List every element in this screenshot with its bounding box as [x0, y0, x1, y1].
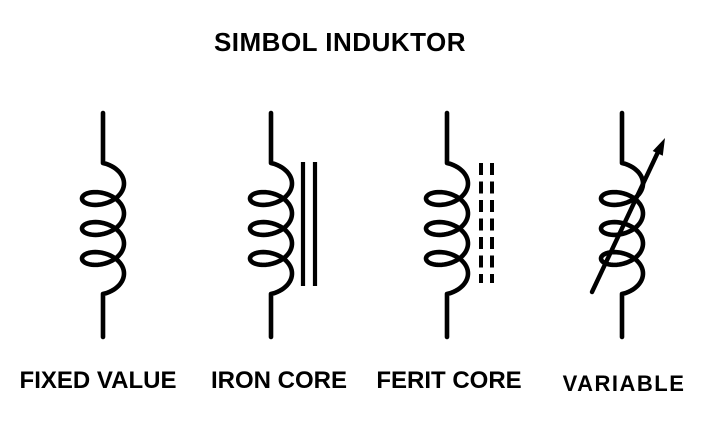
symbol-label-fixed-value: FIXED VALUE	[19, 367, 177, 394]
symbol-label-ferit-core: FERIT CORE	[376, 367, 522, 394]
symbol-label-variable: VARIABLE	[562, 371, 686, 396]
coil-winding	[79, 110, 127, 340]
ferit-core-inductor-symbol	[423, 110, 494, 340]
ferit-core-dashed-bars-icon	[479, 163, 494, 283]
coil-winding	[423, 110, 471, 340]
coil-winding	[247, 110, 295, 340]
variable-inductor-symbol	[589, 110, 665, 340]
arrow-head	[652, 138, 665, 156]
arrow-shaft	[589, 149, 661, 295]
fixed-value-inductor-symbol	[79, 110, 127, 340]
iron-core-bars-icon	[300, 162, 318, 286]
variable-arrow-icon	[589, 138, 665, 295]
diagram-title: SIMBOL INDUKTOR	[213, 27, 467, 57]
symbol-label-iron-core: IRON CORE	[210, 367, 348, 394]
iron-core-inductor-symbol	[247, 110, 318, 340]
